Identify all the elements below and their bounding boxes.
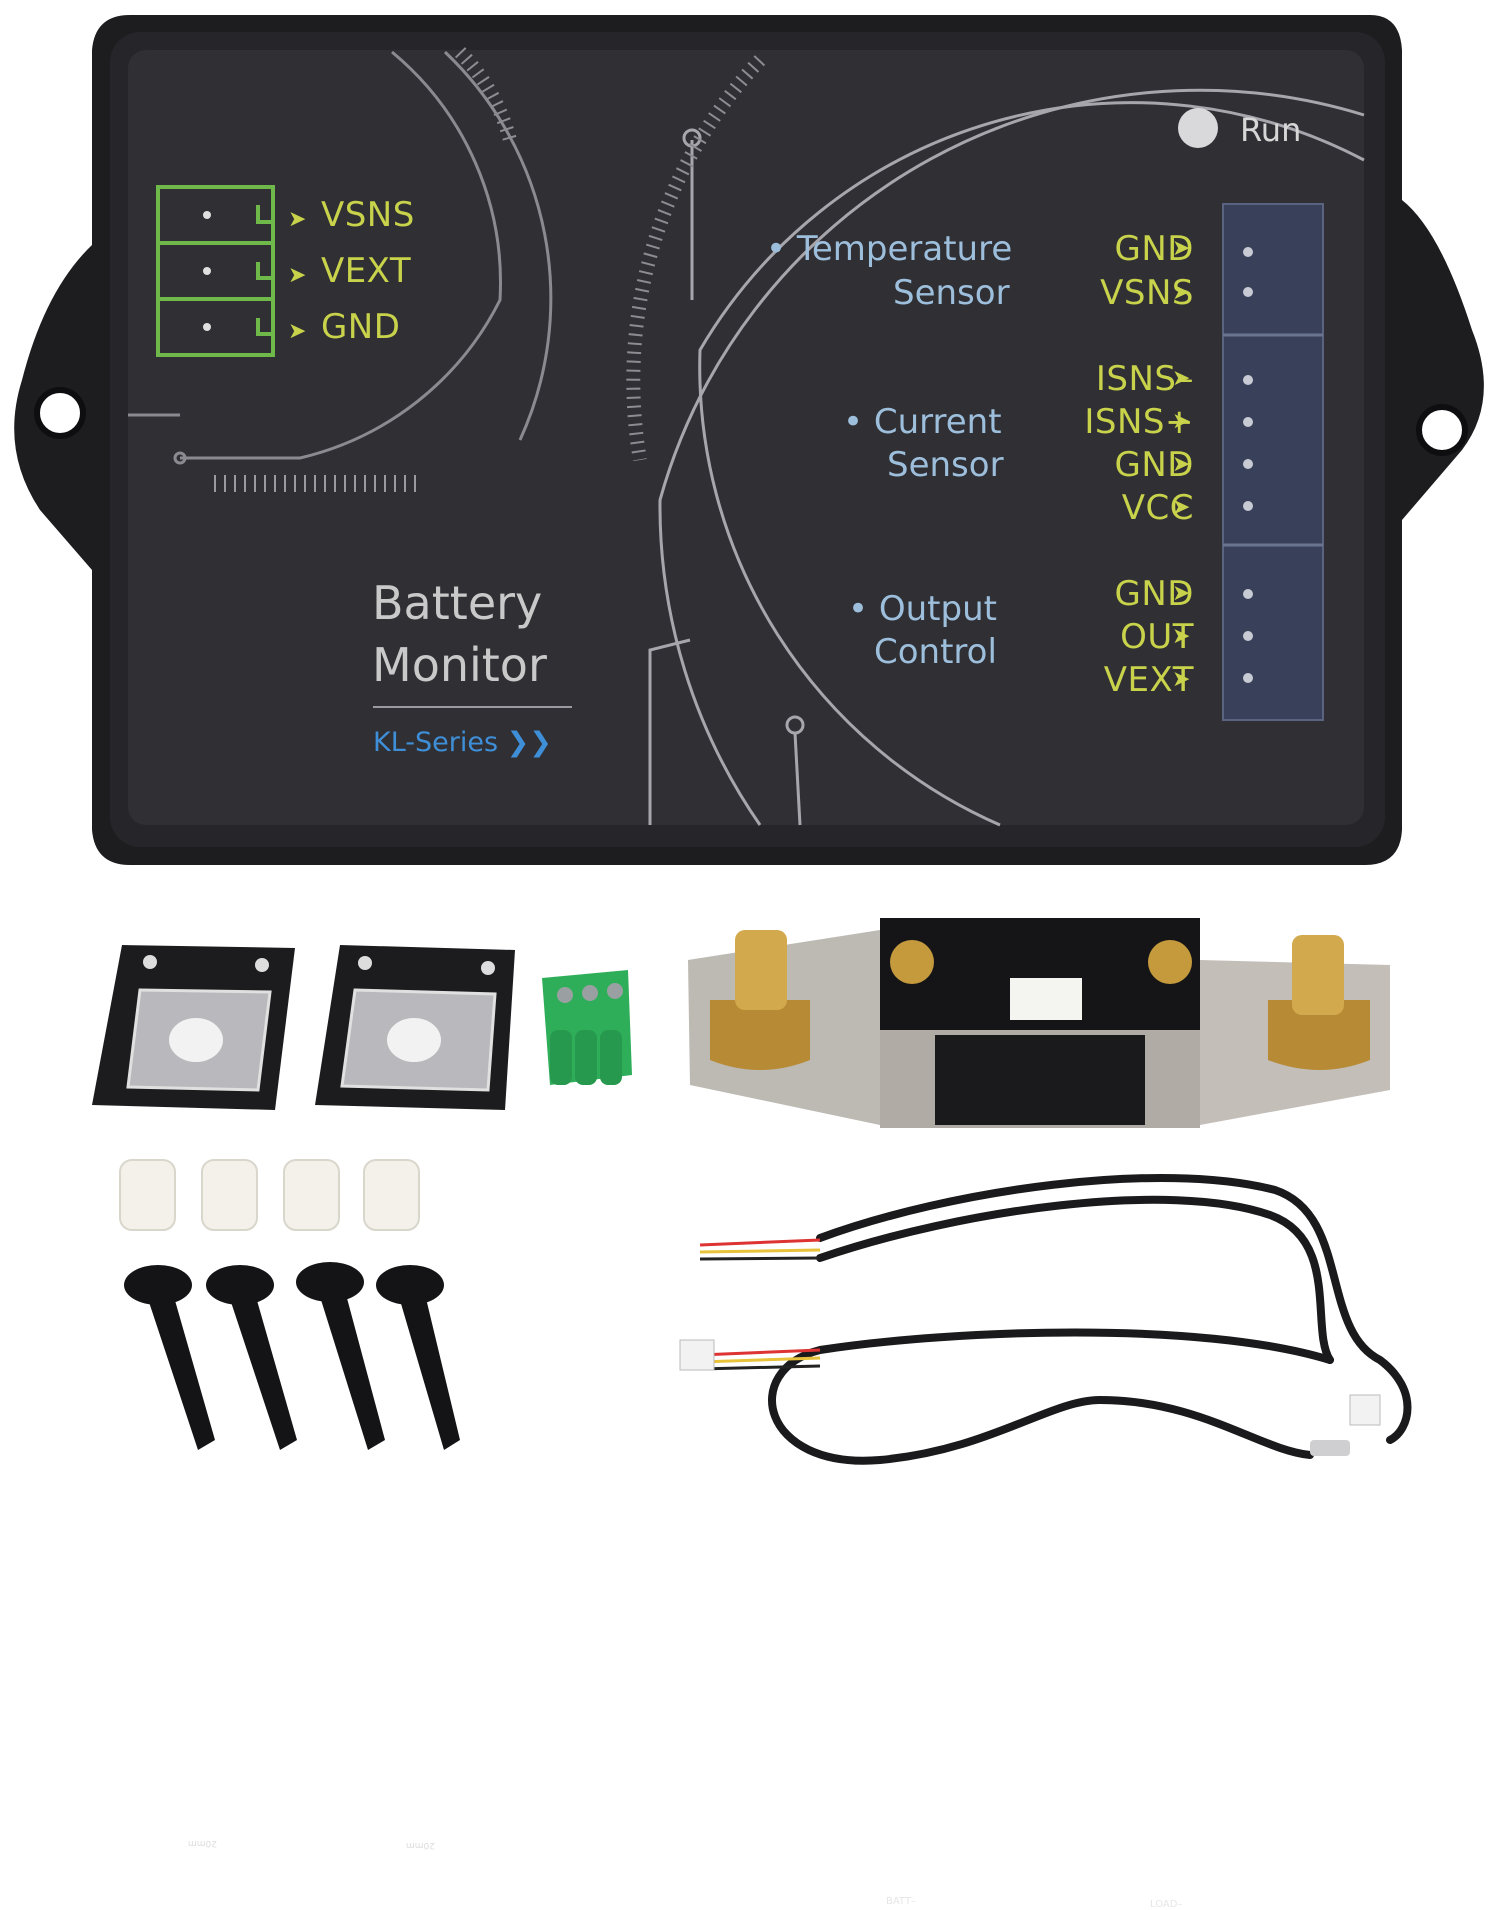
current-shunt: [688, 918, 1390, 1128]
temp-pin-vsns: VSNS: [1100, 273, 1194, 313]
current-label-line2: Sensor: [887, 445, 1004, 485]
current-pin-isns-minus: ISNS–: [1095, 359, 1194, 399]
battery-monitor-device: Run ➤VSNS ➤VEXT ➤GND • Temperature Senso…: [0, 0, 1499, 880]
brand-line1: Battery: [372, 576, 543, 630]
sensor-pad-2: [315, 945, 515, 1110]
run-label: Run: [1240, 111, 1302, 149]
shunt-load-label: LOAD–: [1150, 1899, 1183, 1910]
cable-connector-1: [679, 1339, 715, 1371]
arrow-icon: ➤: [1172, 409, 1191, 434]
pad-size-label-2: 20mm: [406, 1840, 435, 1850]
green-terminal-block: [542, 970, 632, 1085]
output-pin-gnd: GND: [1114, 574, 1194, 614]
left-pin-vext: ➤VEXT: [288, 251, 412, 291]
arrow-icon: ➤: [1172, 236, 1191, 261]
arrow-icon: ➤: [1172, 452, 1191, 477]
run-led: [1178, 108, 1218, 148]
accessories: BATT– LOAD– 20mm 20mm: [0, 880, 1499, 1910]
arrow-icon: ➤: [1172, 366, 1191, 391]
pad-size-label-1: 20mm: [188, 1838, 217, 1848]
arrow-icon: ➤: [1172, 581, 1191, 606]
temperature-probe: [1310, 1440, 1350, 1456]
output-label-line2: Control: [874, 632, 997, 672]
temperature-label-line2: Sensor: [893, 273, 1010, 313]
left-terminal-outline: [156, 185, 275, 357]
temperature-cable: [768, 1173, 1412, 1465]
device-body: [14, 15, 1484, 865]
current-pin-gnd: GND: [1114, 445, 1194, 485]
brand-line2: Monitor: [372, 638, 547, 692]
shunt-batt-label: BATT–: [886, 1896, 916, 1907]
current-pin-vcc: VCC: [1121, 488, 1194, 528]
output-pin-vext: VEXT: [1103, 660, 1194, 700]
arrow-icon: ➤: [288, 319, 307, 344]
arrow-icon: ➤: [288, 207, 307, 232]
arrow-icon: ➤: [1172, 667, 1191, 692]
temp-pin-gnd: GND: [1114, 229, 1194, 269]
temperature-label-line1: • Temperature: [766, 229, 1013, 269]
arrow-icon: ➤: [1172, 495, 1191, 520]
arrow-icon: ➤: [1172, 280, 1191, 305]
sensor-pad-1: [92, 945, 295, 1110]
left-pin-vsns: ➤VSNS: [288, 195, 415, 235]
series-label: KL-Series ❯❯: [373, 727, 552, 758]
right-connector-block: [1222, 203, 1324, 721]
output-label-line1: • Output: [848, 589, 997, 629]
output-pin-out: OUT: [1120, 617, 1194, 657]
accessories-illustration: [92, 918, 1412, 1465]
current-pin-isns-plus: ISNS+: [1084, 402, 1194, 442]
left-mount-hole: [37, 390, 83, 436]
nylon-spacers: [119, 1159, 420, 1231]
current-label-line1: • Current: [843, 402, 1002, 442]
arrow-icon: ➤: [1172, 624, 1191, 649]
mounting-screws: [124, 1262, 460, 1450]
right-mount-hole: [1419, 407, 1465, 453]
cable-connector-2: [1349, 1394, 1381, 1426]
left-pin-gnd: ➤GND: [288, 307, 401, 347]
arrow-icon: ➤: [288, 263, 307, 288]
